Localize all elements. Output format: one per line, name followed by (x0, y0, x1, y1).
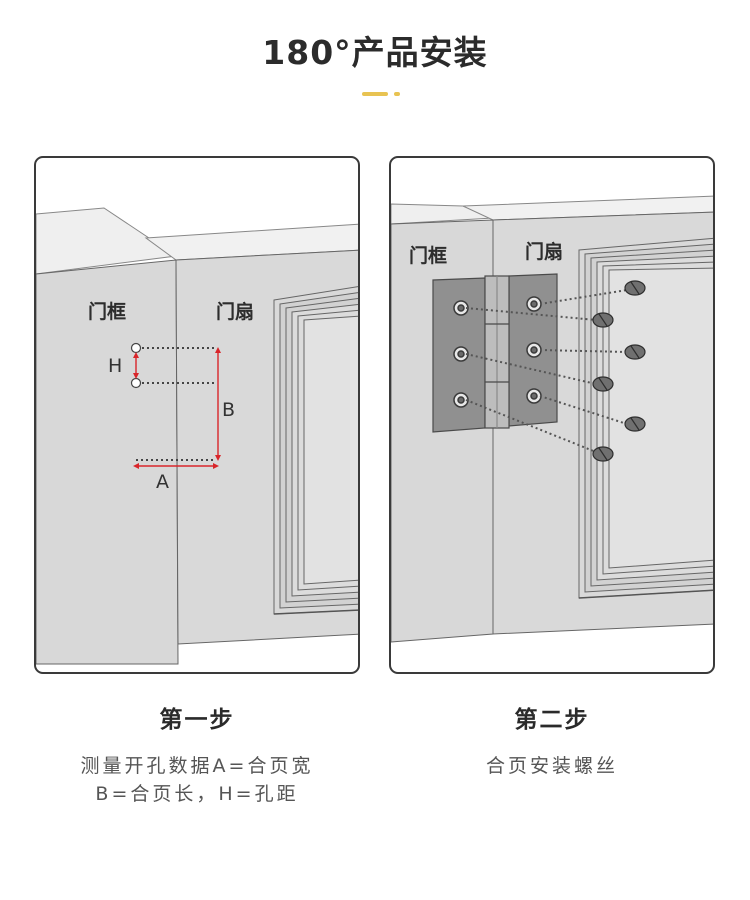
screw-guides (465, 289, 628, 453)
dim-a-label: A (156, 471, 169, 493)
step1-title: 第一步 (159, 707, 235, 733)
door-panel-moulding (273, 286, 358, 615)
frame-label: 门框 (88, 300, 126, 323)
step1-desc-line2: B=合页长，H=孔距 (95, 783, 299, 805)
dim-h-label: H (108, 355, 122, 377)
leaf-label: 门扇 (216, 300, 254, 323)
door-panel-moulding (578, 237, 713, 599)
screw-icon (592, 312, 614, 328)
screw-icon (592, 376, 614, 392)
screw-icon (624, 344, 646, 360)
hole-marker-bottom (130, 377, 142, 389)
screw-icon (624, 280, 646, 296)
measure-guides (136, 347, 216, 461)
dim-b-label: B (222, 399, 235, 421)
screw-icon (592, 446, 614, 462)
leaf-top-face (144, 223, 358, 261)
frame-label: 门框 (409, 244, 447, 267)
step1-desc-line1: 测量开孔数据A=合页宽 (80, 755, 314, 777)
dim-a-arrow (133, 463, 219, 469)
door-frame-body (36, 259, 179, 665)
dim-h-arrow (133, 352, 139, 379)
screws (592, 280, 646, 462)
step2-title: 第二步 (514, 707, 590, 733)
screw-icon (624, 416, 646, 432)
hole-marker-top (130, 342, 142, 354)
dim-b-arrow (215, 347, 221, 461)
leaf-label: 门扇 (525, 240, 563, 263)
step1-illustration: 门框 门扇 H B A (34, 156, 360, 674)
step2-illustration: 门框 门扇 (389, 156, 715, 674)
page-title: 180°产品安装 (262, 33, 488, 72)
step2-desc-line1: 合页安装螺丝 (485, 755, 618, 777)
title-accent-bar (362, 92, 388, 96)
title-accent-dot (394, 92, 400, 96)
